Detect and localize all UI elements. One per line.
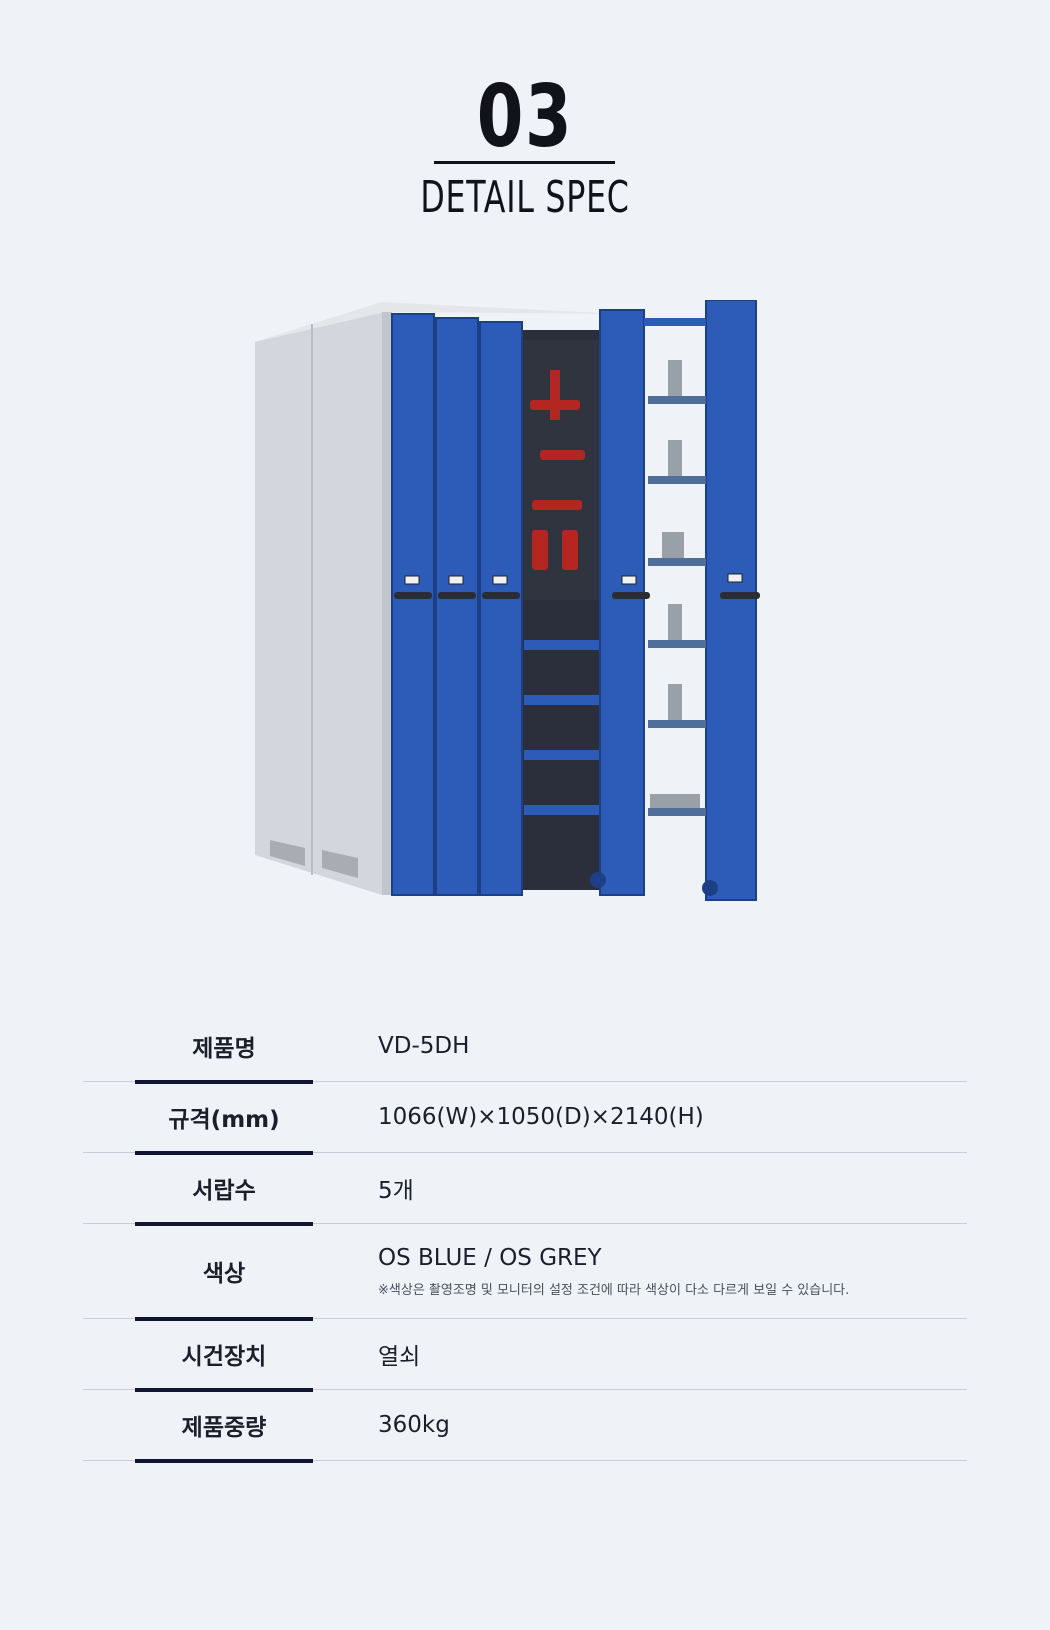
cabinet-side-panel — [255, 302, 382, 895]
spec-value-text: VD-5DH — [378, 1033, 470, 1059]
spec-value-text: 1066(W)×1050(D)×2140(H) — [378, 1104, 704, 1130]
open-drawer-door — [599, 309, 645, 896]
spec-value: OS BLUE / OS GREY ※색상은 촬영조명 및 모니터의 설정 조건… — [378, 1224, 967, 1318]
header-rule — [434, 161, 615, 164]
section-subtitle: DETAIL SPEC — [420, 172, 630, 223]
spec-label: 규격(mm) — [135, 1082, 313, 1155]
spec-value-text: 5개 — [378, 1178, 414, 1204]
storage-cabinet-icon — [255, 300, 760, 901]
color-note: ※색상은 촬영조명 및 모니터의 설정 조건에 따라 색상이 다소 다르게 보일… — [378, 1282, 850, 1298]
spec-row-color: 색상 OS BLUE / OS GREY ※색상은 촬영조명 및 모니터의 설정… — [83, 1224, 967, 1321]
tool-set — [530, 370, 585, 570]
spec-value-text: 열쇠 — [378, 1344, 421, 1370]
spec-label: 서랍수 — [135, 1153, 313, 1226]
spec-label: 시건장치 — [135, 1319, 313, 1392]
open-drawer-door — [705, 300, 757, 901]
product-image — [250, 300, 800, 950]
spec-value: VD-5DH — [378, 1011, 967, 1081]
drawer-door — [391, 313, 435, 896]
section-header: 03 DETAIL SPEC — [0, 0, 1050, 240]
spec-value: 5개 — [378, 1153, 967, 1223]
spec-row-weight: 제품중량 360kg — [83, 1390, 967, 1463]
cabinet-top — [255, 302, 622, 342]
spec-label: 제품중량 — [135, 1390, 313, 1463]
spec-value: 1066(W)×1050(D)×2140(H) — [378, 1082, 967, 1152]
spec-value-text: OS BLUE / OS GREY — [378, 1244, 602, 1271]
section-number: 03 — [476, 74, 574, 162]
spec-row-size: 규격(mm) 1066(W)×1050(D)×2140(H) — [83, 1082, 967, 1155]
spec-value: 360kg — [378, 1390, 967, 1460]
spec-label: 제품명 — [135, 1011, 313, 1084]
spec-value: 열쇠 — [378, 1319, 967, 1389]
drawer-door — [435, 317, 479, 896]
spec-row-product-name: 제품명 VD-5DH — [83, 1011, 967, 1084]
spec-row-lock: 시건장치 열쇠 — [83, 1319, 967, 1392]
drawer-door — [479, 321, 523, 896]
spec-row-drawers: 서랍수 5개 — [83, 1153, 967, 1226]
spec-value-text: 360kg — [378, 1412, 450, 1438]
spec-table: 제품명 VD-5DH 규격(mm) 1066(W)×1050(D)×2140(H… — [83, 1011, 967, 1463]
spec-label: 색상 — [135, 1224, 313, 1321]
